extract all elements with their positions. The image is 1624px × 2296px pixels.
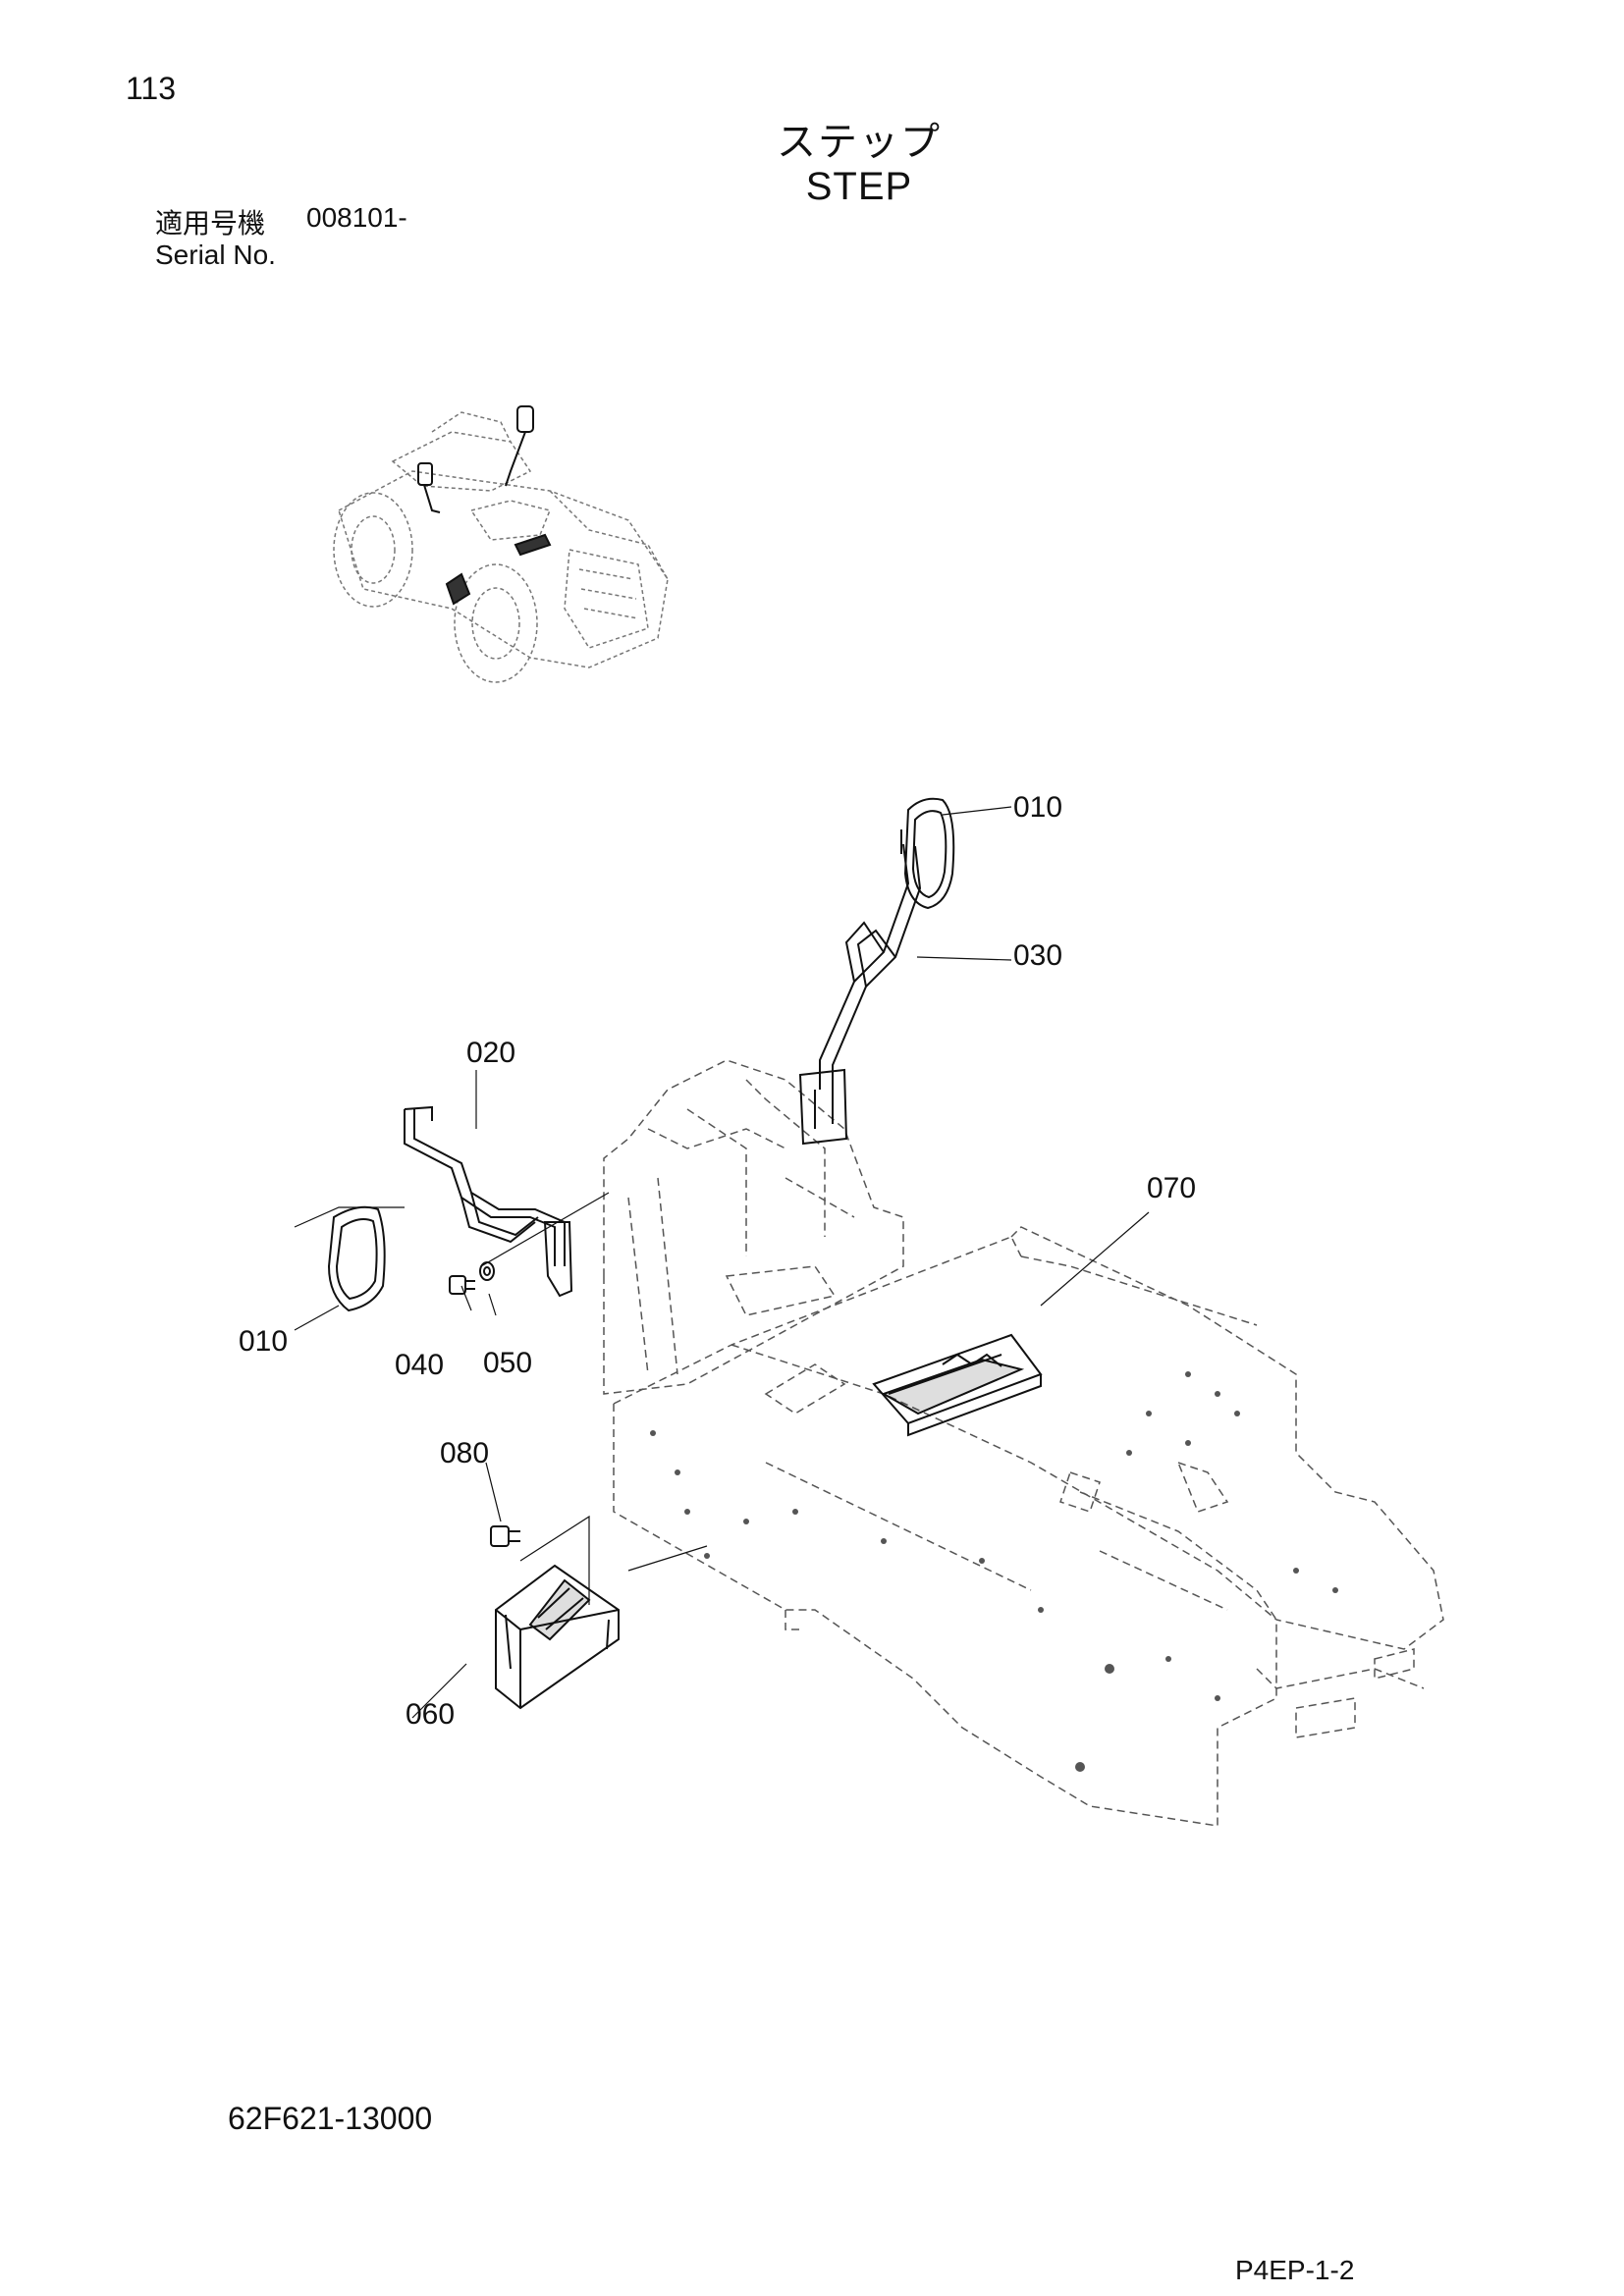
page-title-japanese: ステップ <box>777 120 942 165</box>
serial-label-english: Serial No. <box>155 240 276 270</box>
step-070-part <box>872 1333 1043 1437</box>
callout-label: 050 <box>483 1347 532 1379</box>
serial-range: 008101- <box>306 202 407 233</box>
callout-label: 070 <box>1147 1172 1196 1204</box>
callout-label: 010 <box>1013 791 1062 824</box>
handrail-030-part <box>798 843 922 1146</box>
mirror-010-upper <box>900 797 955 910</box>
callout-label: 010 <box>239 1325 288 1358</box>
washer-050-part <box>479 1261 495 1281</box>
callout-label: 060 <box>406 1698 455 1731</box>
page-number: 113 <box>126 71 177 106</box>
machine-overview-thumbnail <box>333 411 669 683</box>
callout-label: 020 <box>466 1037 515 1069</box>
step-060-part <box>495 1564 620 1710</box>
machine-frame <box>613 1226 1444 1827</box>
page-code: P4EP-1-2 <box>1235 2255 1355 2285</box>
bolt-040-part <box>449 1275 475 1295</box>
drawing-number: 62F621-13000 <box>228 2101 433 2136</box>
mirror-010-lower <box>327 1205 386 1312</box>
frame-holes <box>650 1371 1338 1772</box>
callout-label: 080 <box>440 1437 489 1469</box>
page-title-english: STEP <box>805 165 913 208</box>
callout-label: 030 <box>1013 939 1062 972</box>
cab-base-structure <box>603 1059 904 1415</box>
serial-label-japanese: 適用号機 <box>155 207 266 240</box>
bolt-080-part <box>490 1525 520 1547</box>
leader-lines <box>294 806 1150 1719</box>
handrail-020-part <box>404 1105 573 1298</box>
callout-label: 040 <box>395 1349 444 1381</box>
thumbnail-highlighted-steps <box>417 405 552 606</box>
